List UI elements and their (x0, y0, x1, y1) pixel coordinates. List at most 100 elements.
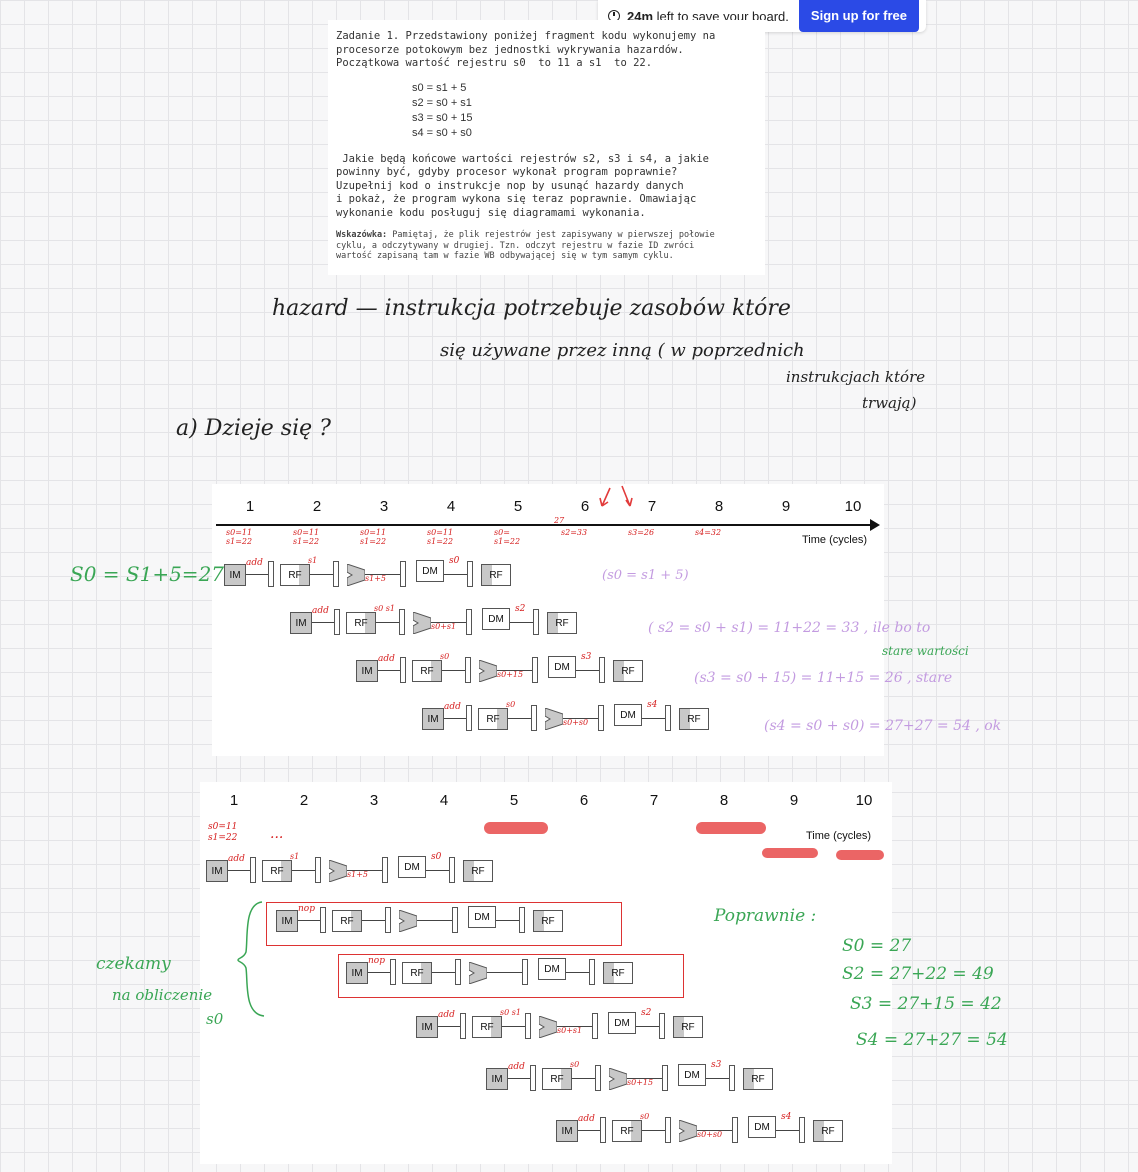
time-tick: 1 (229, 792, 239, 809)
pipe-register (250, 857, 256, 883)
op-label: nop (368, 956, 385, 966)
stage-im: IM (346, 962, 368, 984)
stage-im: IM (290, 612, 312, 634)
pipe-register (592, 1013, 598, 1039)
rf-text: RF (340, 916, 354, 927)
pipe-register (334, 609, 340, 635)
correct-title[interactable]: Poprawnie : (714, 906, 817, 926)
rf-text: RF (420, 666, 434, 677)
question-line: powinny być, gdyby procesor wykonał prog… (336, 166, 678, 178)
correct-line[interactable]: S2 = 27+22 = 49 (842, 964, 994, 984)
wb-label: s0 (431, 852, 442, 862)
wire (497, 670, 533, 671)
note-row[interactable]: (s0 = s1 + 5) (602, 568, 689, 583)
wire (444, 574, 468, 575)
alu-result-label: s0+15 (627, 1078, 654, 1087)
alu-result-label: s1+5 (347, 870, 368, 879)
note-s0[interactable]: S0 = S1+5=27 (70, 562, 225, 586)
time-axis (216, 519, 880, 531)
time-tick: 10 (844, 498, 862, 515)
stage-rf: RF (262, 860, 292, 882)
note-hazard-2[interactable]: się używane przez inną ( w poprzednich (440, 340, 805, 361)
pipe-register (399, 609, 405, 635)
wire (368, 972, 390, 973)
wire (431, 622, 467, 623)
stage-dm: DM (416, 560, 444, 582)
rf-input-label: s0 s1 (500, 1008, 521, 1017)
alu-result-label: s0+s1 (557, 1026, 583, 1035)
note-row[interactable]: (s4 = s0 + s0) = 27+27 = 54 , ok (764, 718, 1002, 734)
pipe-register (519, 907, 525, 933)
wire (487, 972, 523, 973)
time-tick: 4 (439, 792, 449, 809)
correct-line[interactable]: S4 = 27+27 = 54 (856, 1030, 1008, 1050)
stage-im: IM (206, 860, 228, 882)
alu-result-label: s0+s1 (431, 622, 457, 631)
pipe-register (268, 561, 274, 587)
time-tick: 3 (379, 498, 389, 515)
stage-rf-writeback: RF (603, 962, 633, 984)
note-wait-3[interactable]: s0 (206, 1010, 224, 1028)
stage-rf: RF (280, 564, 310, 586)
note-hazard-4[interactable]: trwają) (862, 394, 917, 412)
stage-dm: DM (538, 958, 566, 980)
correct-line[interactable]: S0 = 27 (842, 936, 912, 956)
signup-button[interactable]: Sign up for free (798, 0, 919, 32)
note-hazard-3[interactable]: instrukcjach które (786, 368, 926, 386)
correct-line[interactable]: S3 = 27+15 = 42 (850, 994, 1002, 1014)
pipe-register (662, 1065, 668, 1091)
time-tick: 5 (509, 792, 519, 809)
scribble-mark (836, 850, 884, 860)
register-values: s0=11 s1=22 (208, 822, 238, 843)
note-wait-2[interactable]: na obliczenie (112, 986, 213, 1004)
stage-im: IM (276, 910, 298, 932)
register-values: s0=11 s1=22 (293, 528, 320, 546)
time-tick: 5 (513, 498, 523, 515)
rf-text: RF (751, 1074, 765, 1085)
pipe-register (665, 705, 671, 731)
rf-text: RF (620, 1126, 634, 1137)
alu-result-label: s1+5 (365, 574, 386, 583)
wire (378, 670, 400, 671)
wire (298, 920, 320, 921)
op-label: add (438, 1010, 455, 1020)
time-tick: 4 (446, 498, 456, 515)
stage-dm: DM (608, 1012, 636, 1034)
note-wait-1[interactable]: czekamy (96, 954, 171, 974)
stage-rf: RF (402, 962, 432, 984)
time-tick: 8 (719, 792, 729, 809)
time-tick: 2 (312, 498, 322, 515)
time-tick: 9 (789, 792, 799, 809)
pipe-register (385, 907, 391, 933)
stage-rf-writeback: RF (533, 910, 563, 932)
note-row[interactable]: (s3 = s0 + 15) = 11+15 = 26 , stare (694, 670, 953, 686)
note-hazard-1[interactable]: hazard — instrukcja potrzebuje zasobów k… (272, 296, 791, 321)
time-tick: 2 (299, 792, 309, 809)
hint-line: wartość zapisaną tam w fazie WB odbywają… (336, 251, 674, 261)
wire (642, 1130, 666, 1131)
note-a-label[interactable]: a) Dzieje się ? (176, 416, 331, 441)
question-line: i pokaż, że program wykona się teraz pop… (336, 193, 697, 205)
note-row-cont[interactable]: stare wartości (882, 644, 969, 658)
time-tick: 10 (855, 792, 873, 809)
alu-result-label: s0+s0 (563, 718, 589, 727)
time-tick: 7 (647, 498, 657, 515)
register-values: s4=32 (695, 528, 722, 537)
task-card[interactable]: Zadanie 1. Przedstawiony poniżej fragmen… (328, 20, 765, 275)
note-row[interactable]: ( s2 = s0 + s1) = 11+22 = 33 , ile bo to (648, 620, 931, 636)
code-line: s2 = s0 + s1 (412, 96, 472, 109)
hint-label: Wskazówka: (336, 230, 388, 240)
wb-label: s2 (641, 1008, 652, 1018)
